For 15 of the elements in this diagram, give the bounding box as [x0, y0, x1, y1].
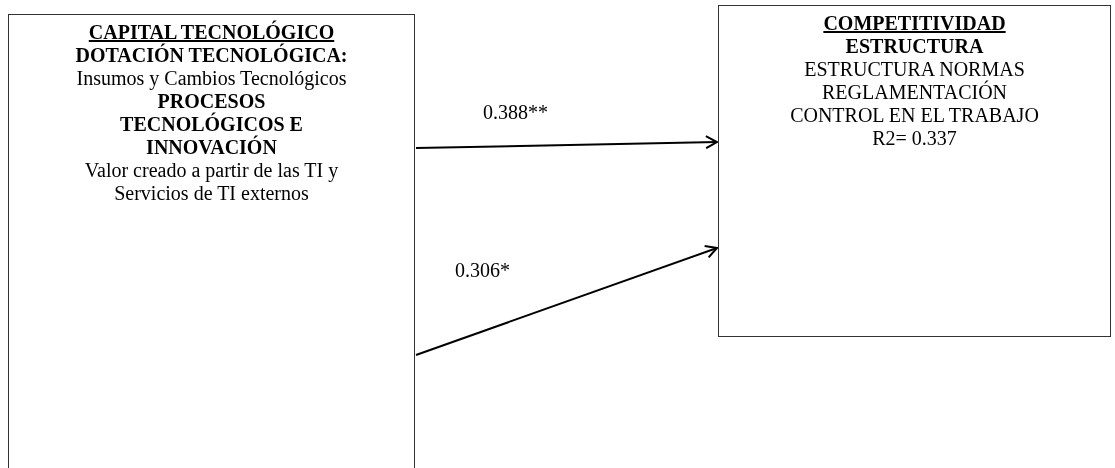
arrow [415, 135, 718, 150]
box-text: CONTROL EN EL TRABAJO [790, 104, 1039, 127]
box-text: COMPETITIVIDAD [823, 12, 1006, 35]
box-text: Insumos y Cambios Tecnológicos [76, 67, 347, 90]
box-text: DOTACIÓN TECNOLÓGICA: [75, 44, 348, 67]
box-text: ESTRUCTURA [845, 35, 984, 58]
concept-box [8, 14, 415, 468]
box-text: REGLAMENTACIÓN [821, 81, 1008, 104]
box-text: CAPITAL TECNOLÓGICO [88, 21, 335, 43]
box-text: ESTRUCTURA NORMAS [804, 58, 1025, 80]
arrow [415, 245, 718, 356]
box-text: PROCESOS TECNOLÓGICOS E INNOVACIÓN [119, 90, 304, 159]
concept-box [718, 5, 1111, 337]
box-text: Valor creado a partir de las TI y Servicios de TI externos [83, 159, 340, 205]
box-text: R2= 0.337 [872, 127, 957, 150]
